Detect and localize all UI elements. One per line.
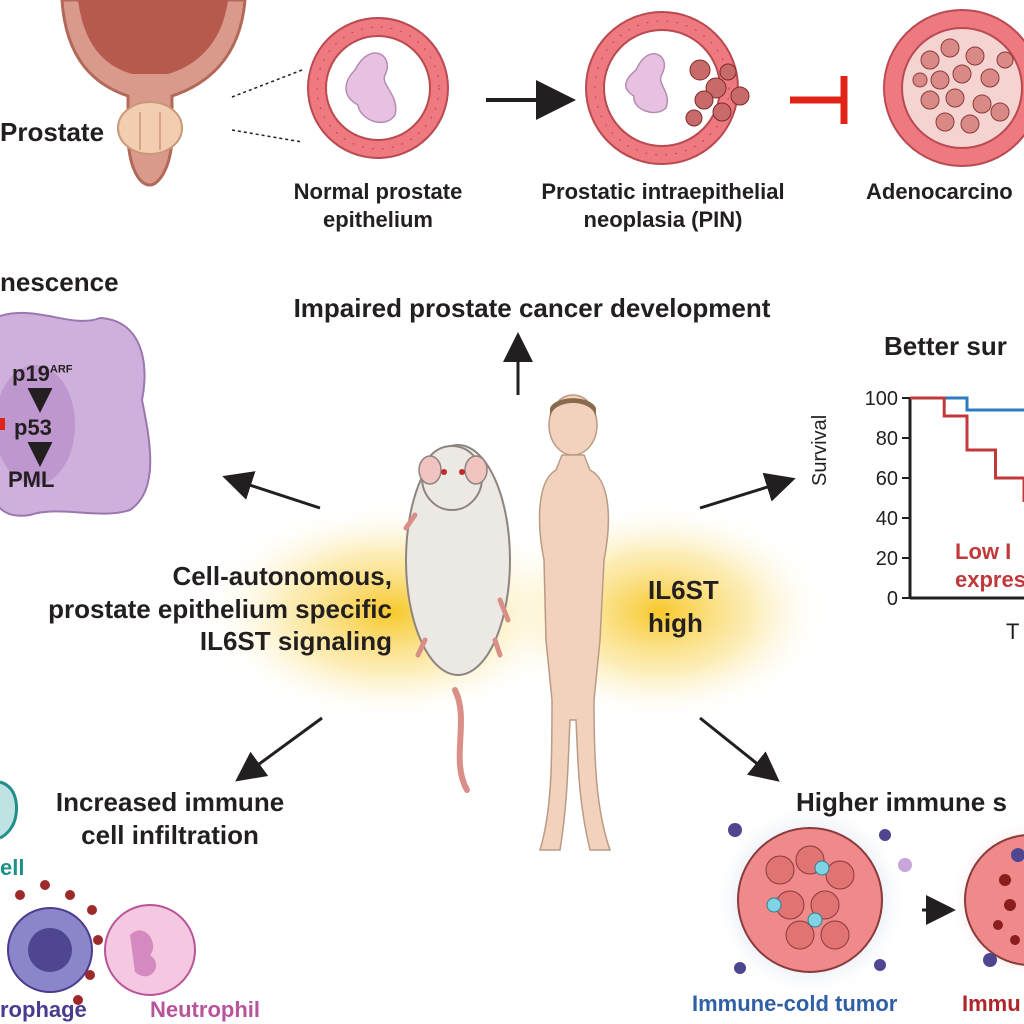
- immune-hot-tumor-illustration: [950, 820, 1024, 980]
- y-tick-label: 0: [887, 588, 898, 610]
- p19-label: p19ARF: [12, 360, 73, 388]
- low-expression-line2: expres: [955, 566, 1024, 592]
- inhibition-symbol: [790, 76, 848, 124]
- survival-line-low: [910, 396, 1024, 502]
- cell-autonomous-line2: prostate epithelium specific: [48, 593, 392, 624]
- y-tick-label: 80: [876, 428, 898, 450]
- immune-cells-left-illustration: [0, 780, 196, 1005]
- il6st-line2: high: [648, 607, 703, 638]
- normal-epithelium-label: Normal prostate epithelium: [258, 178, 498, 233]
- pin-line1: Prostatic intraepithelial: [541, 179, 785, 204]
- mouse-illustration: [403, 444, 511, 793]
- prostate-label: Prostate: [0, 117, 105, 147]
- survival-y-label: Survival: [809, 414, 831, 486]
- senescence-title: nescence: [0, 267, 119, 297]
- pin-line2: neoplasia (PIN): [583, 206, 743, 232]
- arrow-lower-right: [699, 716, 780, 782]
- immune-infiltration-label: Increased immune cell infiltration: [30, 786, 310, 851]
- il6st-line1: IL6ST: [648, 575, 719, 605]
- il6st-high-label: IL6ST high: [648, 574, 719, 639]
- adenocarcinoma-label: Adenocarcino: [866, 179, 1013, 204]
- pml-label: PML: [8, 467, 55, 492]
- human-illustration: [538, 394, 612, 851]
- macrophage-label: rophage: [0, 997, 87, 1022]
- immune-infiltration-line1: Increased immune: [55, 787, 285, 817]
- low-expression-line1: Low I: [955, 539, 1012, 564]
- pin-label: Prostatic intraepithelial neoplasia (PIN…: [508, 178, 818, 233]
- y-tick-label: 100: [865, 388, 898, 410]
- adenocarcinoma-illustration: [883, 9, 1024, 167]
- zoom-line-bottom: [231, 129, 303, 143]
- cell-autonomous-line3: IL6ST signaling: [199, 626, 392, 656]
- y-tick-label: 60: [876, 468, 898, 490]
- p19-superscript: ARF: [49, 363, 73, 376]
- y-tick-label: 20: [876, 548, 898, 570]
- pin-acinus-illustration: [585, 11, 750, 165]
- immune-cold-tumor-illustration: [712, 802, 912, 998]
- arrow-upper-left: [222, 471, 321, 510]
- immune-cold-label: Immune-cold tumor: [692, 991, 898, 1016]
- impaired-development-label: Impaired prostate cancer development: [293, 293, 771, 323]
- survival-line-high: [910, 396, 1024, 412]
- y-tick-label: 40: [876, 508, 898, 530]
- arrow-upper-right: [699, 472, 796, 510]
- survival-x-label: T: [1006, 619, 1020, 644]
- normal-epithelium-line2: epithelium: [322, 206, 433, 232]
- low-expression-label: Low I expres: [955, 538, 1024, 593]
- normal-acinus-illustration: [307, 17, 449, 159]
- p19-text: p19: [12, 361, 50, 386]
- survival-title: Better sur: [884, 331, 1007, 361]
- immune-score-title: Higher immune s: [796, 787, 1007, 817]
- arrow-lower-left: [235, 716, 323, 782]
- p53-label: p53: [14, 415, 52, 440]
- cell-autonomous-label: Cell-autonomous, prostate epithelium spe…: [0, 560, 392, 658]
- normal-epithelium-line1: Normal prostate: [293, 179, 463, 204]
- immune-hot-label: Immu: [962, 991, 1021, 1016]
- neutrophil-label: Neutrophil: [150, 997, 260, 1022]
- red-mark: [0, 418, 5, 430]
- immune-infiltration-line2: cell infiltration: [81, 819, 259, 850]
- survival-chart: 100 80 60 40 20 0: [865, 388, 1024, 610]
- tcell-label: ell: [0, 855, 25, 880]
- zoom-line-top: [231, 69, 303, 98]
- cell-autonomous-line1: Cell-autonomous,: [172, 561, 392, 591]
- bladder-prostate-illustration: [60, 0, 247, 187]
